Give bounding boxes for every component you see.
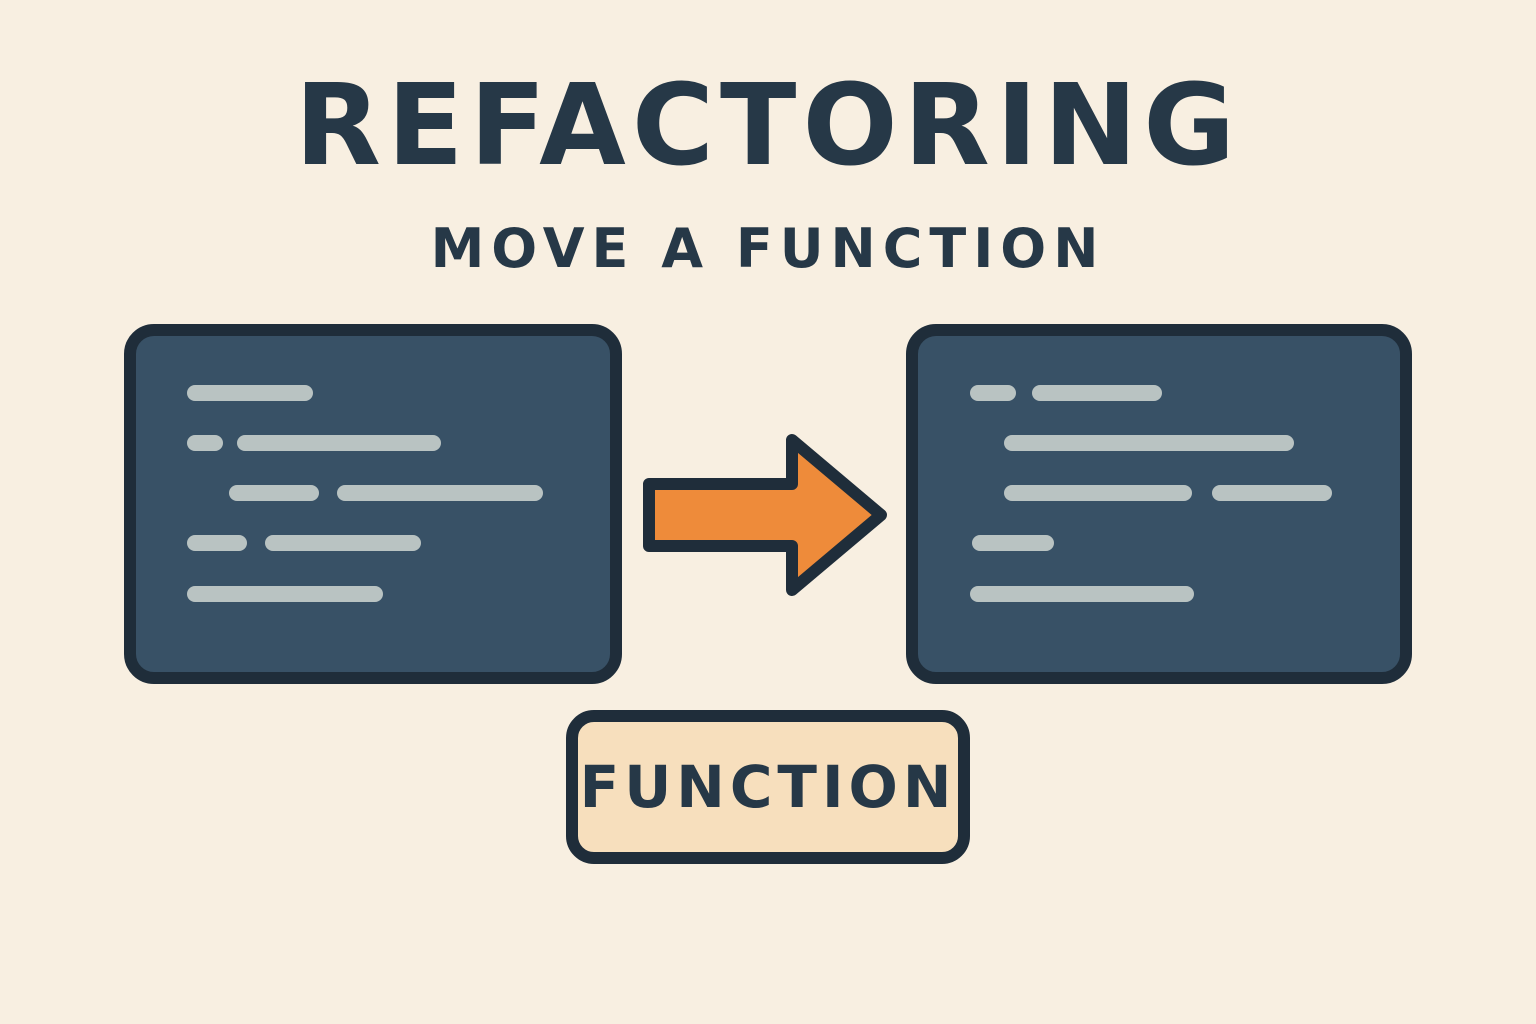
arrow-shape	[643, 434, 887, 596]
code-line	[1032, 385, 1162, 401]
code-line	[970, 586, 1194, 602]
code-line	[187, 435, 223, 451]
source-code-block-icon	[124, 324, 622, 684]
code-line	[1004, 485, 1192, 501]
code-line	[187, 586, 383, 602]
function-label: FUNCTION	[579, 753, 957, 821]
code-line	[229, 485, 319, 501]
page-subtitle: MOVE A FUNCTION	[430, 217, 1106, 280]
target-code-block-icon	[906, 324, 1412, 684]
code-line	[972, 535, 1054, 551]
code-line	[187, 535, 247, 551]
code-line	[237, 435, 441, 451]
code-line	[1212, 485, 1332, 501]
code-line	[1004, 435, 1294, 451]
code-line	[970, 385, 1016, 401]
code-line	[337, 485, 543, 501]
page-title: REFACTORING	[294, 61, 1242, 191]
function-label-box: FUNCTION	[566, 710, 970, 864]
code-line	[265, 535, 421, 551]
code-line	[187, 385, 313, 401]
